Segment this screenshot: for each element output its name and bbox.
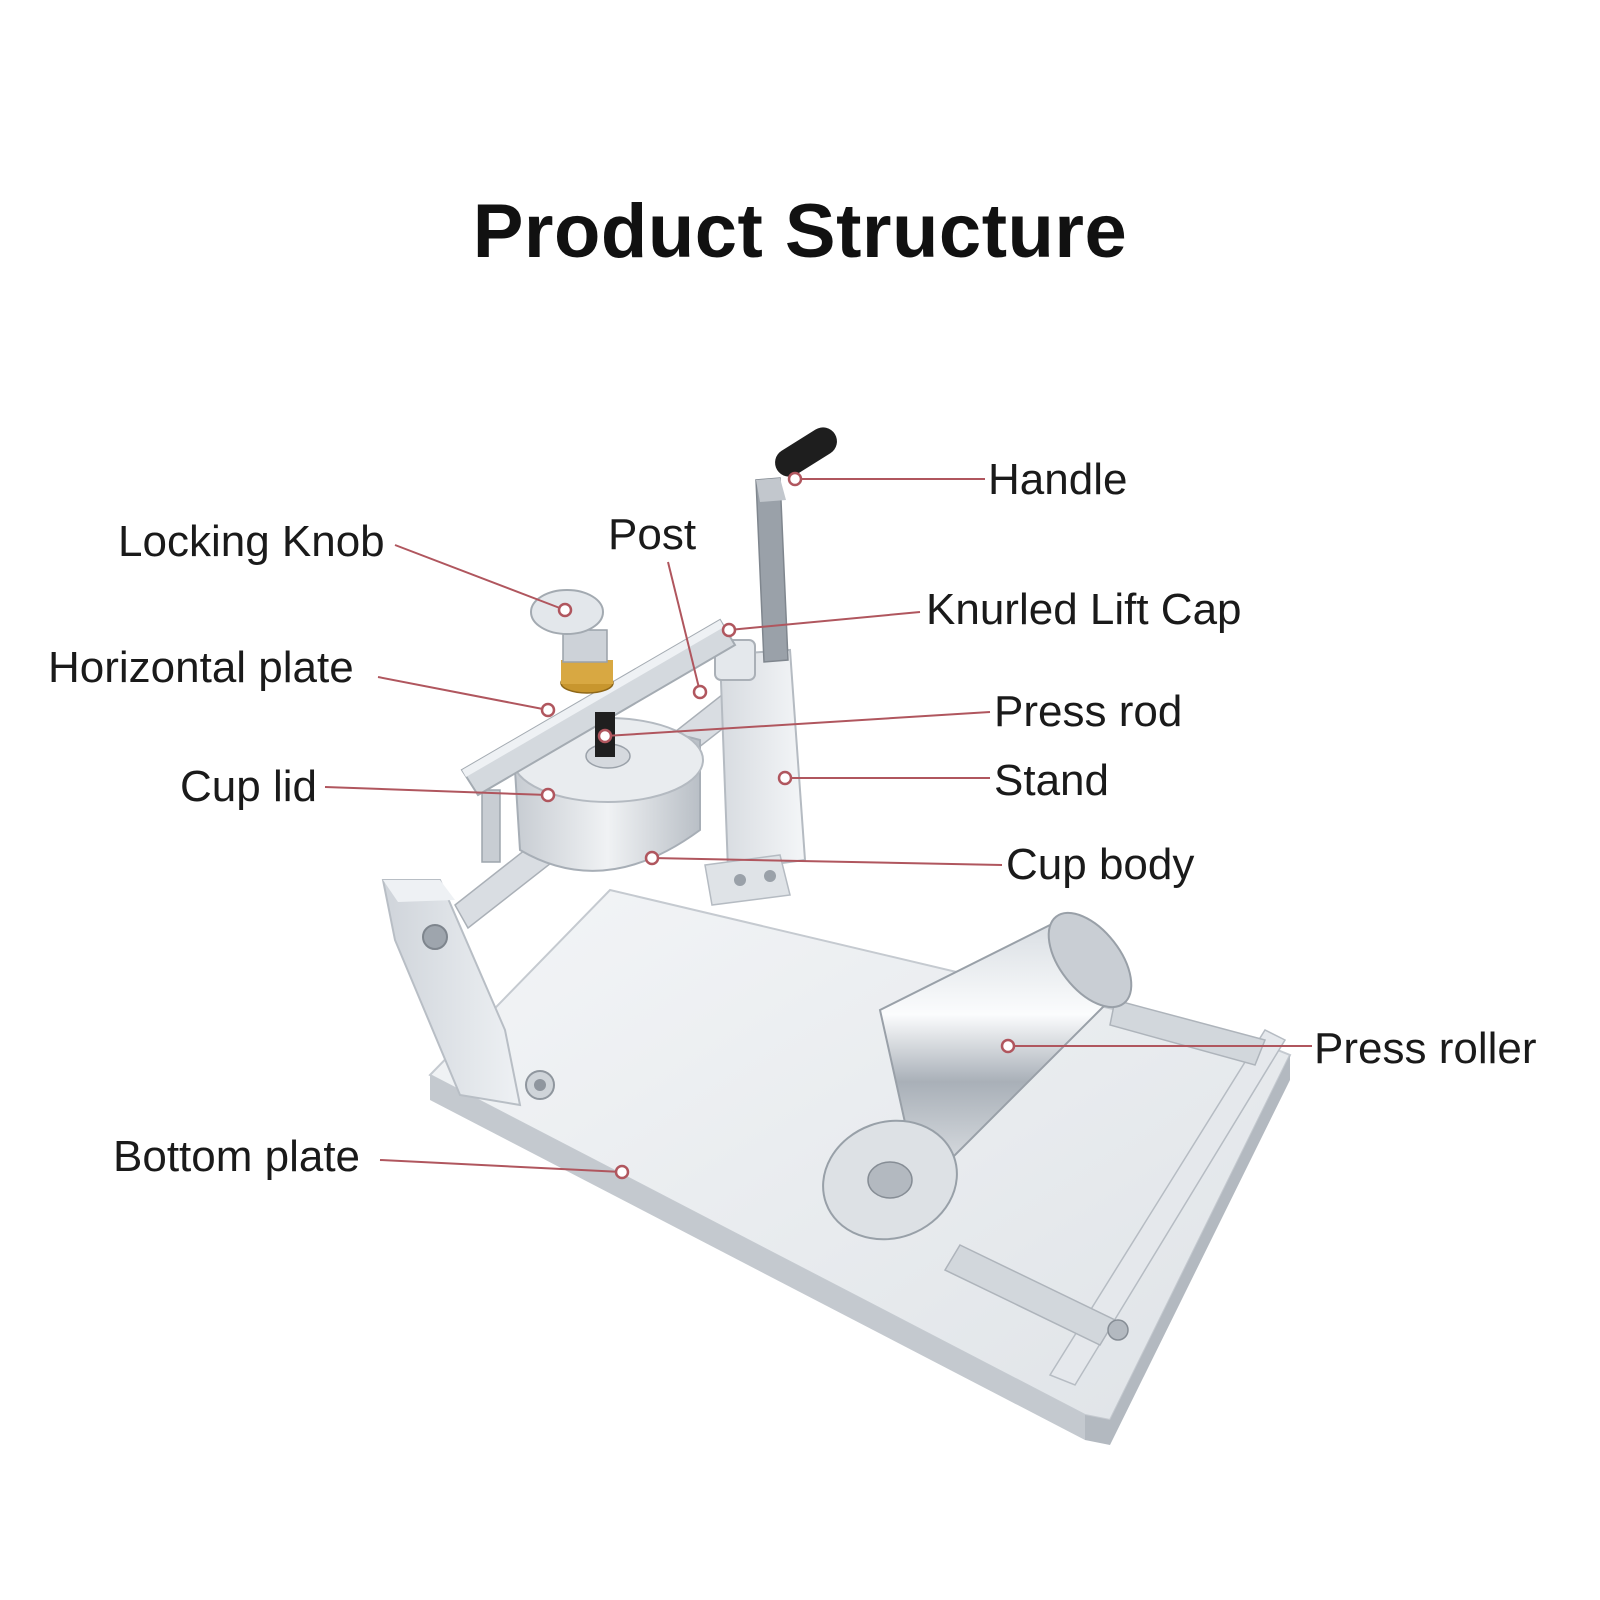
diagram-title: Product Structure [472, 189, 1128, 274]
label-press-roller: Press roller [1314, 1024, 1537, 1073]
press-rod-leader [604, 711, 991, 737]
knurled-lift-cap-marker [721, 622, 737, 638]
bottom-plate-marker [614, 1164, 630, 1180]
handle-marker [787, 471, 803, 487]
stand-marker [777, 770, 793, 786]
label-locking-knob: Locking Knob [118, 517, 385, 566]
leader-lines [324, 478, 1312, 1173]
label-cup-body: Cup body [1006, 840, 1195, 889]
locking-knob-shape [530, 589, 615, 757]
locking-knob-marker [557, 602, 573, 618]
cup-lid-marker [540, 787, 556, 803]
handle-shape [755, 427, 837, 663]
cup-body-shape [512, 717, 704, 872]
label-bottom-plate: Bottom plate [113, 1132, 361, 1181]
post-marker [692, 684, 708, 700]
left-stand-shape [381, 879, 555, 1107]
post-leader [667, 561, 701, 693]
locking-knob-leader [394, 544, 566, 611]
cup-body-marker [644, 850, 660, 866]
label-post: Post [608, 510, 697, 559]
right-stand-shape [704, 639, 807, 906]
label-cup-lid: Cup lid [180, 762, 317, 811]
label-knurled-lift-cap: Knurled Lift Cap [926, 585, 1242, 634]
horizontal-plate-leader [377, 676, 549, 711]
press-rod-marker [597, 728, 613, 744]
horizontal-plate-shape [460, 618, 737, 863]
knurled-lift-cap-leader [728, 611, 921, 631]
label-handle: Handle [988, 455, 1128, 504]
bottom-plate-leader [379, 1159, 623, 1173]
label-horizontal-plate: Horizontal plate [48, 643, 354, 692]
leader-markers [540, 471, 1016, 1180]
label-press-rod: Press rod [994, 687, 1183, 736]
cup-body-leader [651, 857, 1003, 866]
horizontal-plate-marker [540, 702, 556, 718]
label-stand: Stand [994, 756, 1109, 805]
cup-lid-leader [324, 786, 549, 796]
press-roller-marker [1000, 1038, 1016, 1054]
press-roller-shape [822, 911, 1287, 1386]
